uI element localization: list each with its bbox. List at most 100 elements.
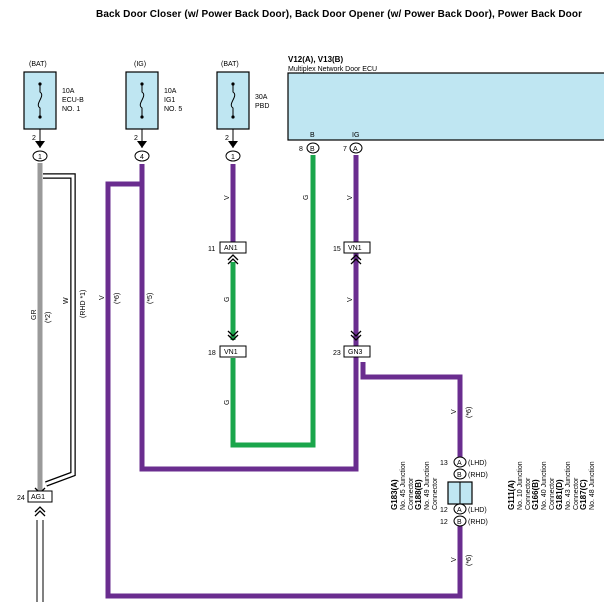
- label-g-low: G: [224, 400, 231, 405]
- svg-text:Connector: Connector: [408, 477, 415, 510]
- ecu-terminal-b: B: [310, 132, 315, 139]
- ecu-name: Multiplex Network Door ECU: [288, 66, 377, 73]
- svg-text:G111(A): G111(A): [507, 480, 516, 510]
- svg-text:VN1: VN1: [348, 245, 362, 252]
- fuse-ig1: (IG) 10A IG1 NO. 5 2 4: [125, 61, 182, 162]
- label-note6-junc: (*6): [466, 407, 473, 418]
- wire-v-ig1-long: [105, 164, 463, 599]
- svg-text:30A: 30A: [255, 94, 268, 101]
- label-v-bottom: V: [451, 557, 458, 562]
- svg-text:NO. 1: NO. 1: [62, 106, 80, 113]
- ecu-pin-b: 8: [299, 146, 303, 153]
- fuse-ecu-b: (BAT) 10A ECU-B NO. 1 2 1: [23, 61, 84, 162]
- svg-text:B: B: [457, 519, 462, 526]
- label-v-pbd: V: [224, 195, 231, 200]
- label-note6-left: (*6): [114, 293, 121, 304]
- svg-text:2: 2: [225, 135, 229, 142]
- svg-text:G187(C): G187(C): [579, 479, 588, 510]
- svg-text:(IG): (IG): [134, 61, 146, 68]
- svg-text:(LHD): (LHD): [468, 460, 487, 467]
- ecu-conn-b-label: B: [310, 146, 315, 153]
- svg-text:A: A: [457, 460, 462, 467]
- svg-text:13: 13: [440, 460, 448, 467]
- svg-text:Connector: Connector: [549, 477, 556, 510]
- svg-text:PBD: PBD: [255, 103, 269, 110]
- connector-gn3: 23 GN3: [333, 330, 371, 358]
- svg-text:G166(B): G166(B): [531, 479, 540, 510]
- svg-text:(RHD): (RHD): [468, 519, 488, 526]
- fuse-pbd: (BAT) 30A PBD 2 1: [216, 61, 269, 162]
- svg-text:No. 10 Junction: No. 10 Junction: [517, 461, 524, 510]
- svg-text:G183(A): G183(A): [390, 479, 399, 510]
- svg-text:10A: 10A: [62, 88, 75, 95]
- svg-text:(BAT): (BAT): [29, 61, 47, 68]
- junction-connector: 13 A (LHD) B (RHD) 12 A (LHD) 12 B (RHD): [440, 456, 488, 527]
- svg-text:2: 2: [134, 135, 138, 142]
- ecu-terminal-ig: IG: [352, 132, 359, 139]
- svg-text:GN3: GN3: [348, 349, 363, 356]
- connector-an1: 11 AN1: [208, 241, 247, 265]
- svg-text:4: 4: [140, 154, 144, 161]
- ecu-conn-a: [349, 142, 363, 154]
- connector-vn1-18: 18 VN1: [208, 330, 247, 358]
- ecu-box: [287, 72, 604, 141]
- svg-text:VN1: VN1: [224, 349, 238, 356]
- wire-g-vn1-ecu: [230, 155, 316, 448]
- ecu-id: V12(A), V13(B): [288, 55, 343, 64]
- label-v-left: V: [99, 295, 106, 300]
- svg-text:No. 45 Junction: No. 45 Junction: [400, 461, 407, 510]
- label-note5: (*5): [147, 293, 154, 304]
- wire-v-gn3: [360, 362, 463, 460]
- junction-legend-right: G111(A) No. 10 Junction Connector G166(B…: [507, 461, 596, 510]
- svg-text:No. 40 Junction: No. 40 Junction: [541, 461, 548, 510]
- svg-text:NO. 5: NO. 5: [164, 106, 182, 113]
- label-g-ecu: G: [303, 195, 310, 200]
- label-g-mid: G: [224, 297, 231, 302]
- svg-text:(RHD): (RHD): [468, 472, 488, 479]
- svg-text:A: A: [457, 507, 462, 514]
- ecu-conn-a-label: A: [353, 146, 358, 153]
- svg-text:No. 43 Junction: No. 43 Junction: [565, 461, 572, 510]
- wire-below-ag1: [36, 520, 44, 602]
- label-v-ecu: V: [347, 195, 354, 200]
- svg-text:G181(D): G181(D): [555, 479, 564, 510]
- svg-text:1: 1: [38, 154, 42, 161]
- svg-text:11: 11: [208, 246, 215, 253]
- label-note2: (*2): [45, 312, 52, 323]
- svg-text:B: B: [457, 472, 462, 479]
- svg-text:No. 48 Junction: No. 48 Junction: [589, 461, 596, 510]
- label-rhd1: (RHD *1): [80, 290, 87, 318]
- diagram-title: Back Door Closer (w/ Power Back Door), B…: [96, 9, 583, 20]
- ecu-conn-b: [306, 142, 320, 154]
- connector-ag1: 24 AG1: [17, 487, 53, 517]
- ecu-pin-ig: 7: [343, 146, 347, 153]
- svg-text:2: 2: [32, 135, 36, 142]
- svg-text:(LHD): (LHD): [468, 507, 487, 514]
- svg-text:12: 12: [440, 519, 448, 526]
- svg-text:Connector: Connector: [432, 477, 439, 510]
- label-v-mid: V: [347, 297, 354, 302]
- label-v-junc: V: [451, 409, 458, 414]
- svg-text:(BAT): (BAT): [221, 61, 239, 68]
- svg-text:G188(B): G188(B): [414, 479, 423, 510]
- svg-text:15: 15: [333, 246, 341, 253]
- label-gr: GR: [31, 310, 38, 321]
- svg-text:18: 18: [208, 350, 216, 357]
- svg-text:24: 24: [17, 495, 25, 502]
- svg-text:ECU-B: ECU-B: [62, 97, 84, 104]
- svg-text:Connector: Connector: [525, 477, 532, 510]
- svg-text:AG1: AG1: [31, 494, 45, 501]
- junction-legend-left: G183(A) No. 45 Junction Connector G188(B…: [390, 461, 439, 510]
- wire-v-ig1-branch: [139, 160, 359, 472]
- svg-text:No. 49 Junction: No. 49 Junction: [424, 461, 431, 510]
- connector-vn1-15: 15 VN1: [333, 241, 371, 265]
- svg-text:Connector: Connector: [573, 477, 580, 510]
- svg-text:IG1: IG1: [164, 97, 175, 104]
- svg-text:10A: 10A: [164, 88, 177, 95]
- label-note6-bottom: (*6): [466, 555, 473, 566]
- svg-text:1: 1: [231, 154, 235, 161]
- svg-text:AN1: AN1: [224, 245, 238, 252]
- svg-text:12: 12: [440, 507, 448, 514]
- wire-w: [43, 173, 76, 487]
